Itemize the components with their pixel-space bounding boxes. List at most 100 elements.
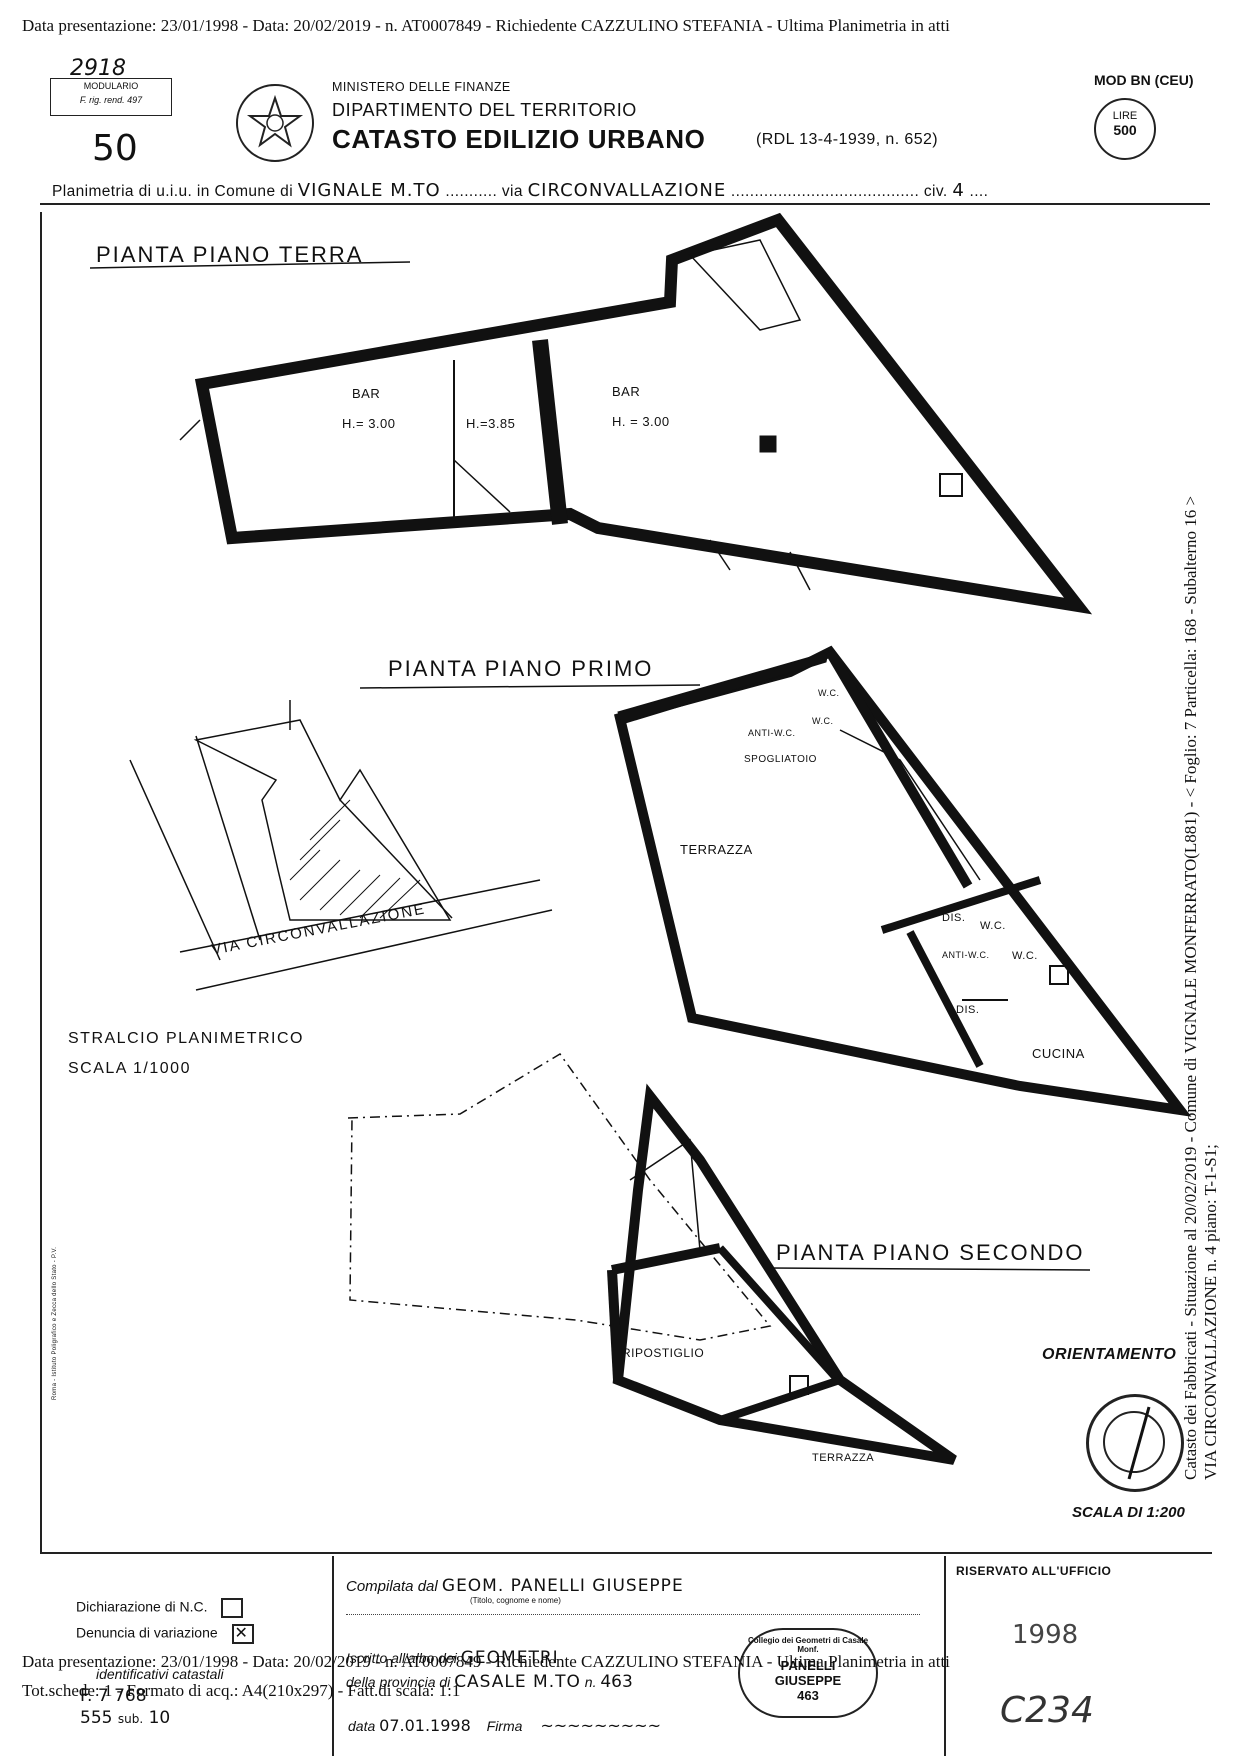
- data-label: data: [348, 1718, 376, 1734]
- titolo-note: (Titolo, cognome e nome): [470, 1596, 561, 1605]
- foglio-value: F. 7: [80, 1686, 109, 1706]
- room-bar-right-height: H. = 3.00: [612, 414, 670, 429]
- handwritten-year: 1998: [1012, 1620, 1079, 1650]
- room-bar-right: BAR: [612, 384, 641, 399]
- republic-emblem-icon: [236, 84, 314, 162]
- room-cucina: CUCINA: [1032, 1046, 1085, 1061]
- room-ripostiglio: RIPOSTIGLIO: [622, 1346, 705, 1360]
- handwritten-code: C234: [1000, 1690, 1094, 1731]
- compilata-row: Compilata dal GEOM. PANELLI GIUSEPPE: [346, 1576, 684, 1596]
- header-rule: [40, 203, 1210, 205]
- firma-label: Firma: [486, 1718, 523, 1734]
- model-code: MOD BN (CEU): [1094, 72, 1194, 88]
- denuncia-row: Denuncia di variazione: [76, 1623, 332, 1644]
- footer-format-line: Tot.schede: 1 - Formato di acq.: A4(210x…: [22, 1681, 461, 1700]
- denuncia-label: Denuncia di variazione: [76, 1624, 218, 1641]
- stamp-name-1: PANELLI: [780, 1658, 836, 1673]
- civ-value: 4: [952, 180, 965, 201]
- sub-value: 10: [148, 1708, 171, 1728]
- lire-value: 500: [1113, 122, 1137, 138]
- data-value: 07.01.1998: [379, 1716, 471, 1735]
- department-label: DIPARTIMENTO DEL TERRITORIO: [332, 100, 637, 120]
- office-box: [944, 1556, 1214, 1756]
- via-value: CIRCONVALLAZIONE: [527, 180, 727, 201]
- civ-label: civ.: [923, 183, 948, 200]
- plan-label: Planimetria di u.i.u. in Comune di: [52, 183, 294, 200]
- first-floor-plan: [614, 645, 1192, 1117]
- data-row: data 07.01.1998 Firma ~~~~~~~~~: [348, 1716, 661, 1735]
- provincia-label: della provincia di: [346, 1674, 451, 1690]
- handwritten-fifty: 50: [92, 128, 138, 169]
- planimetria-line: Planimetria di u.i.u. in Comune di VIGNA…: [52, 180, 989, 201]
- room-mid-height: H.=3.85: [466, 416, 516, 431]
- stamp-top-text: Collegio dei Geometri di Casale Monf.: [747, 1636, 869, 1654]
- foglio-row: F. 7 768: [80, 1686, 332, 1706]
- iscrizione-value: 463: [600, 1672, 633, 1692]
- dichiarazione-label: Dichiarazione di N.C.: [76, 1598, 208, 1615]
- room-dis-2: DIS.: [956, 1004, 980, 1016]
- denuncia-checkbox: [231, 1623, 254, 1644]
- dotted-rule: [346, 1614, 920, 1615]
- modulario-label: MODULARIO: [83, 81, 139, 91]
- first-floor-title: PIANTA PIANO PRIMO: [388, 656, 654, 681]
- signature: ~~~~~~~~~: [540, 1716, 661, 1735]
- geometra-stamp: Collegio dei Geometri di Casale Monf. PA…: [738, 1628, 878, 1718]
- room-wc-2: W.C.: [812, 716, 834, 726]
- second-floor-title: PIANTA PIANO SECONDO: [776, 1240, 1085, 1265]
- room-antiwc-top: ANTI-W.C.: [748, 728, 796, 738]
- iscritto-label: Iscritto all'albo dei: [346, 1650, 457, 1666]
- modulario-sub: F. rig. rend. 497: [79, 95, 143, 105]
- room-wc-4: W.C.: [1012, 950, 1038, 962]
- ground-floor-title: PIANTA PIANO TERRA: [96, 242, 364, 267]
- compilata-label: Compilata dal: [346, 1578, 438, 1595]
- dichiarazione-checkbox: [221, 1598, 244, 1618]
- lire-label: LIRE: [1112, 110, 1138, 122]
- room-terrazza: TERRAZZA: [680, 842, 753, 857]
- stamp-name-2: GIUSEPPE: [774, 1673, 842, 1688]
- riservato-label: RISERVATO ALL'UFFICIO: [956, 1564, 1112, 1578]
- stralcio-scale: SCALA 1/1000: [68, 1060, 191, 1077]
- room-spogliatoio: SPOGLIATOIO: [744, 754, 817, 765]
- provincia-row: della provincia di CASALE M.TO n. 463: [346, 1672, 633, 1692]
- room-antiwc: ANTI-W.C.: [942, 950, 990, 960]
- provincia-value: CASALE M.TO: [454, 1672, 581, 1692]
- room-wc-1: W.C.: [818, 688, 840, 698]
- identificativi-label: identificativi catastali: [96, 1666, 224, 1682]
- room-bar-left-height: H.= 3.00: [342, 416, 396, 431]
- sub-row: 555 sub. 10: [80, 1708, 332, 1728]
- via-label: via: [501, 183, 523, 200]
- catasto-title: CATASTO EDILIZIO URBANO: [332, 124, 706, 154]
- n-label: n.: [584, 1674, 597, 1690]
- modulario-box: MODULARIO F. rig. rend. 497: [50, 78, 172, 116]
- compilatore-value: GEOM. PANELLI GIUSEPPE: [441, 1576, 684, 1596]
- sub-label: sub.: [117, 1712, 144, 1726]
- site-plan-sketch: [129, 700, 553, 991]
- declaration-box: Dichiarazione di N.C. Denuncia di variaz…: [66, 1556, 334, 1756]
- particella-value: 768: [114, 1686, 147, 1706]
- num-value: 555: [80, 1708, 113, 1728]
- footer-rule: [40, 1552, 1212, 1554]
- second-floor-plan: [347, 1053, 957, 1465]
- law-reference: (RDL 13-4-1939, n. 652): [756, 131, 939, 148]
- stralcio-label: STRALCIO PLANIMETRICO: [68, 1030, 304, 1047]
- footer-presentation-line: Data presentazione: 23/01/1998 - Data: 2…: [22, 1652, 950, 1671]
- stamp-number: 463: [797, 1688, 819, 1703]
- scale-label: SCALA DI 1:200: [1072, 1504, 1185, 1521]
- dichiarazione-row: Dichiarazione di N.C.: [76, 1598, 332, 1618]
- orientation-label: ORIENTAMENTO: [1042, 1346, 1177, 1363]
- comune-value: VIGNALE M.TO: [297, 180, 441, 201]
- room-bar-left: BAR: [352, 386, 381, 401]
- compass-icon: [1086, 1394, 1184, 1492]
- handwritten-number-top: 2918: [70, 56, 126, 81]
- room-dis-1: DIS.: [942, 912, 966, 924]
- side-address-text: VIA CIRCONVALLAZIONE n. 4 piano: T-1-S1;: [1201, 1144, 1220, 1480]
- room-terrazza-2: TERRAZZA: [812, 1452, 875, 1464]
- presentation-header: Data presentazione: 23/01/1998 - Data: 2…: [22, 16, 950, 35]
- room-wc-3: W.C.: [980, 920, 1006, 932]
- drawing-frame: [40, 212, 1214, 1552]
- printer-credit: Roma - Istituto Poligrafico e Zecca dell…: [52, 1246, 58, 1400]
- ministry-label: MINISTERO DELLE FINANZE: [332, 80, 511, 94]
- ground-floor-plan: [179, 212, 1093, 615]
- iscritto-row: Iscritto all'albo dei GEOMETRI: [346, 1648, 559, 1668]
